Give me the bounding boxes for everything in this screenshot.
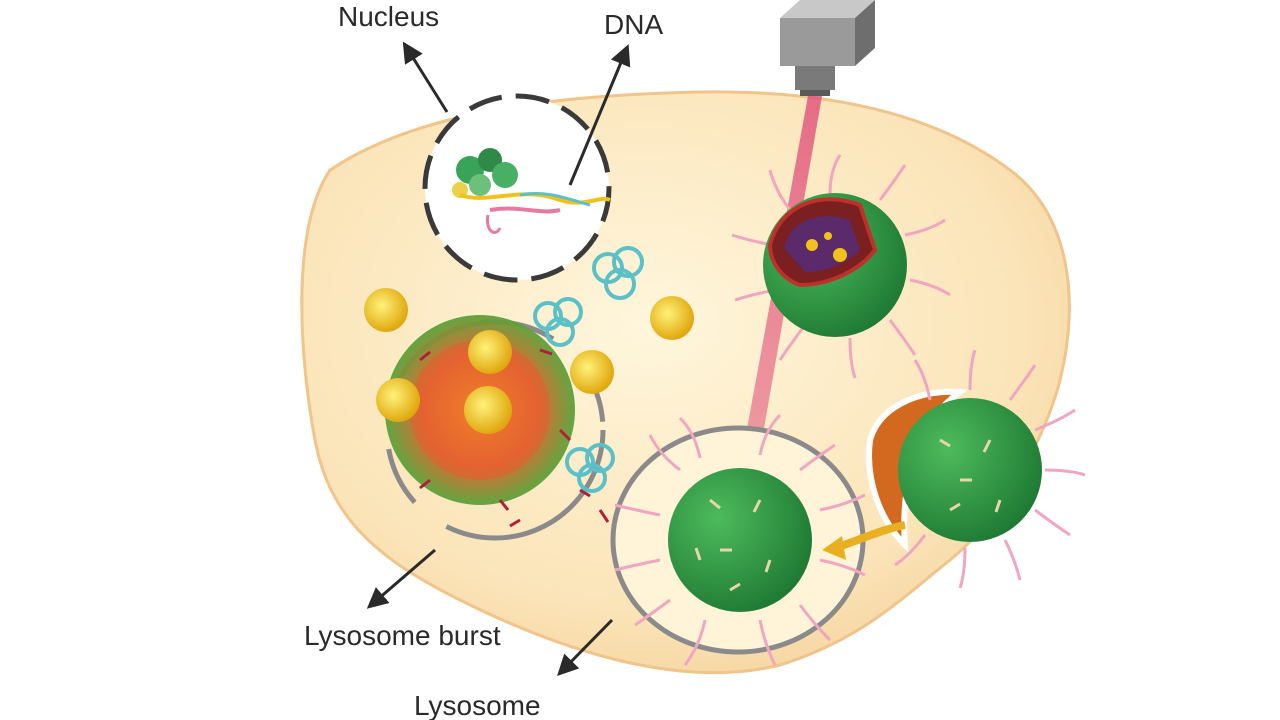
dna-knot-icon [533,297,583,347]
nucleus-arrow [402,41,449,113]
lysosome-burst-arrow [366,548,436,609]
lysosome-burst [376,315,614,541]
lysosome-label: Lysosome [414,690,541,720]
lysosome-burst-label: Lysosome burst [304,620,501,651]
nanoparticle-icon [614,413,866,666]
dna-label: DNA [604,9,663,40]
nanoparticle-icon [866,349,1086,589]
payload-particle [650,296,694,340]
dna-knot-icon [592,246,644,300]
nucleus [422,93,612,283]
dna-knot-icon [565,443,615,493]
dna-arrow [568,44,631,186]
payload-cluster-icon [376,330,614,434]
nanoparticle-icon [731,154,951,379]
label-arrows [366,41,631,676]
laser-emitter-icon [780,0,875,96]
nucleus-label: Nucleus [338,1,439,32]
dna-cluster-icon [452,148,611,234]
lysosome-arrow [557,618,614,676]
uptake-arrowhead [822,536,846,560]
payload-particle [364,288,408,332]
